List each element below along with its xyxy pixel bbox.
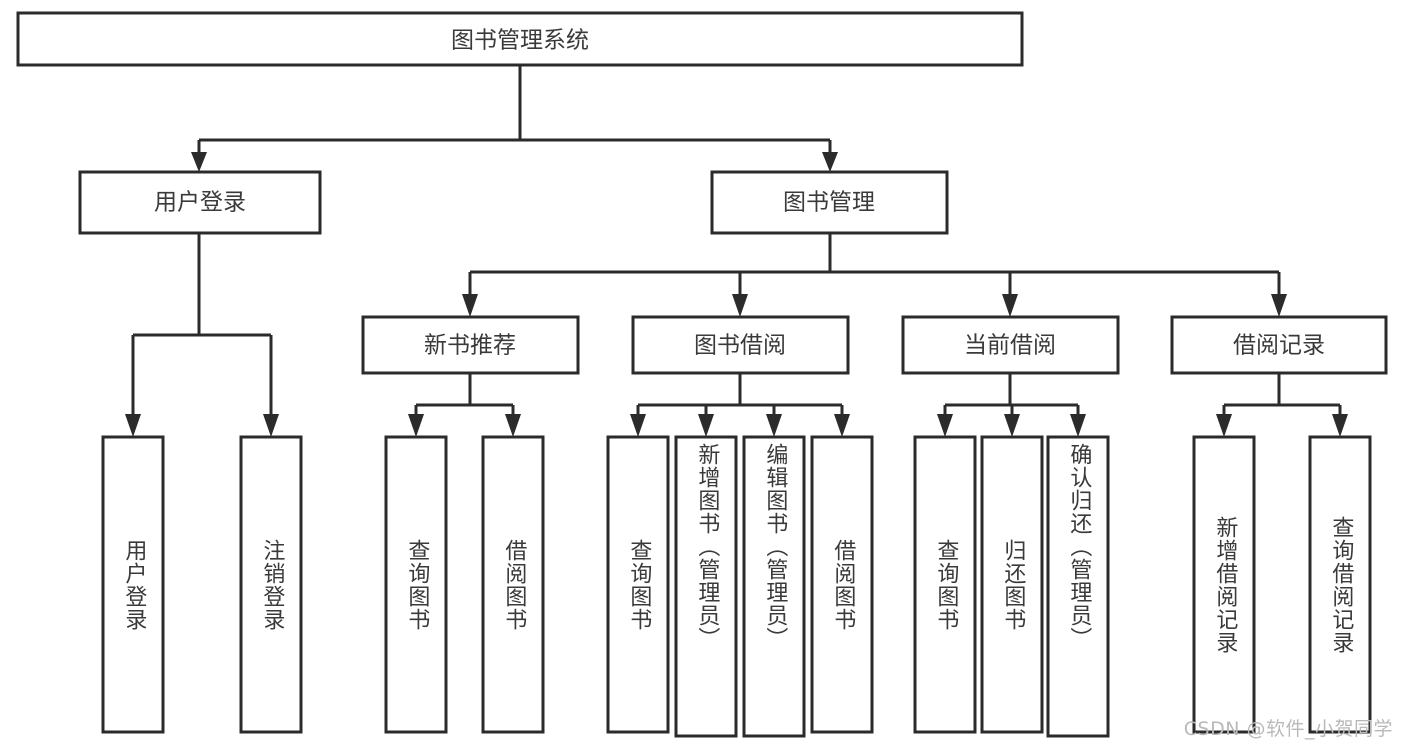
leaf-box-borrow-book[interactable] bbox=[810, 435, 874, 734]
node-current-borrow-label: 当前借阅 bbox=[964, 333, 1056, 359]
leaf-box-query-book-newrec[interactable] bbox=[384, 435, 448, 734]
node-root-box[interactable] bbox=[16, 11, 1024, 67]
node-book-borrow-label: 图书借阅 bbox=[694, 333, 786, 359]
leaf-box-edit-book-admin[interactable] bbox=[742, 435, 806, 738]
node-current-borrow[interactable]: 当前借阅 bbox=[901, 315, 1120, 375]
leaf-box-add-borrow-record[interactable] bbox=[1192, 435, 1256, 734]
leaf-box-query-borrow-record[interactable] bbox=[1308, 435, 1372, 734]
arrow-newbook-leaf-1 bbox=[408, 414, 424, 437]
node-user-login[interactable]: 用户登录 bbox=[78, 170, 322, 235]
leaf-box-query-book-borrow[interactable] bbox=[606, 435, 670, 734]
leaf-box-borrow-book-newrec[interactable] bbox=[481, 435, 545, 734]
watermark-text: CSDN @软件_小贺同学 bbox=[1183, 718, 1393, 740]
leaf-box-logout[interactable] bbox=[239, 435, 303, 734]
leaf-box-group bbox=[101, 435, 1372, 738]
arrow-bookborrow-leaf-1 bbox=[630, 414, 646, 437]
leaf-box-confirm-return-admin[interactable] bbox=[1046, 435, 1110, 738]
node-new-book-rec-box[interactable] bbox=[361, 315, 580, 375]
arrow-leaf-user-login bbox=[125, 414, 141, 437]
arrow-borrow-record bbox=[1271, 294, 1287, 317]
leaf-box-return-book[interactable] bbox=[980, 435, 1044, 734]
node-book-manage-label: 图书管理 bbox=[783, 190, 875, 216]
node-book-borrow[interactable]: 图书借阅 bbox=[631, 315, 850, 375]
node-new-book-rec[interactable]: 新书推荐 bbox=[361, 315, 580, 375]
node-borrow-record[interactable]: 借阅记录 bbox=[1170, 315, 1388, 375]
leaf-box-add-book-admin[interactable] bbox=[674, 435, 738, 738]
arrow-bookborrow-leaf-4 bbox=[834, 414, 850, 437]
leaf-box-query-book-current[interactable] bbox=[913, 435, 977, 734]
node-current-borrow-box[interactable] bbox=[901, 315, 1120, 375]
arrow-new-book-rec bbox=[462, 294, 478, 317]
node-book-manage[interactable]: 图书管理 bbox=[710, 170, 949, 235]
arrow-user-login bbox=[191, 152, 207, 172]
arrow-currentborrow-leaf-2 bbox=[1004, 414, 1020, 437]
arrow-bookborrow-leaf-3 bbox=[766, 414, 782, 437]
arrow-book-borrow bbox=[732, 294, 748, 317]
node-user-login-box[interactable] bbox=[78, 170, 322, 235]
node-user-login-label: 用户登录 bbox=[154, 190, 246, 216]
node-book-borrow-box[interactable] bbox=[631, 315, 850, 375]
arrow-book-manage bbox=[822, 152, 838, 172]
node-root[interactable]: 图书管理系统 bbox=[16, 11, 1024, 67]
leaf-box-user-login[interactable] bbox=[101, 435, 165, 734]
node-borrow-record-label: 借阅记录 bbox=[1233, 333, 1325, 359]
node-root-label: 图书管理系统 bbox=[451, 28, 589, 54]
node-book-manage-box[interactable] bbox=[710, 170, 949, 235]
connector-group bbox=[125, 65, 1348, 437]
arrow-bookborrow-leaf-2 bbox=[698, 414, 714, 437]
arrow-newbook-leaf-2 bbox=[505, 414, 521, 437]
arrow-current-borrow bbox=[1002, 294, 1018, 317]
arrow-borrowrecord-leaf-1 bbox=[1216, 414, 1232, 437]
arrow-borrowrecord-leaf-2 bbox=[1332, 414, 1348, 437]
node-new-book-rec-label: 新书推荐 bbox=[424, 333, 516, 359]
arrow-leaf-logout bbox=[263, 414, 279, 437]
arrow-currentborrow-leaf-3 bbox=[1070, 414, 1086, 437]
node-borrow-record-box[interactable] bbox=[1170, 315, 1388, 375]
arrow-currentborrow-leaf-1 bbox=[937, 414, 953, 437]
